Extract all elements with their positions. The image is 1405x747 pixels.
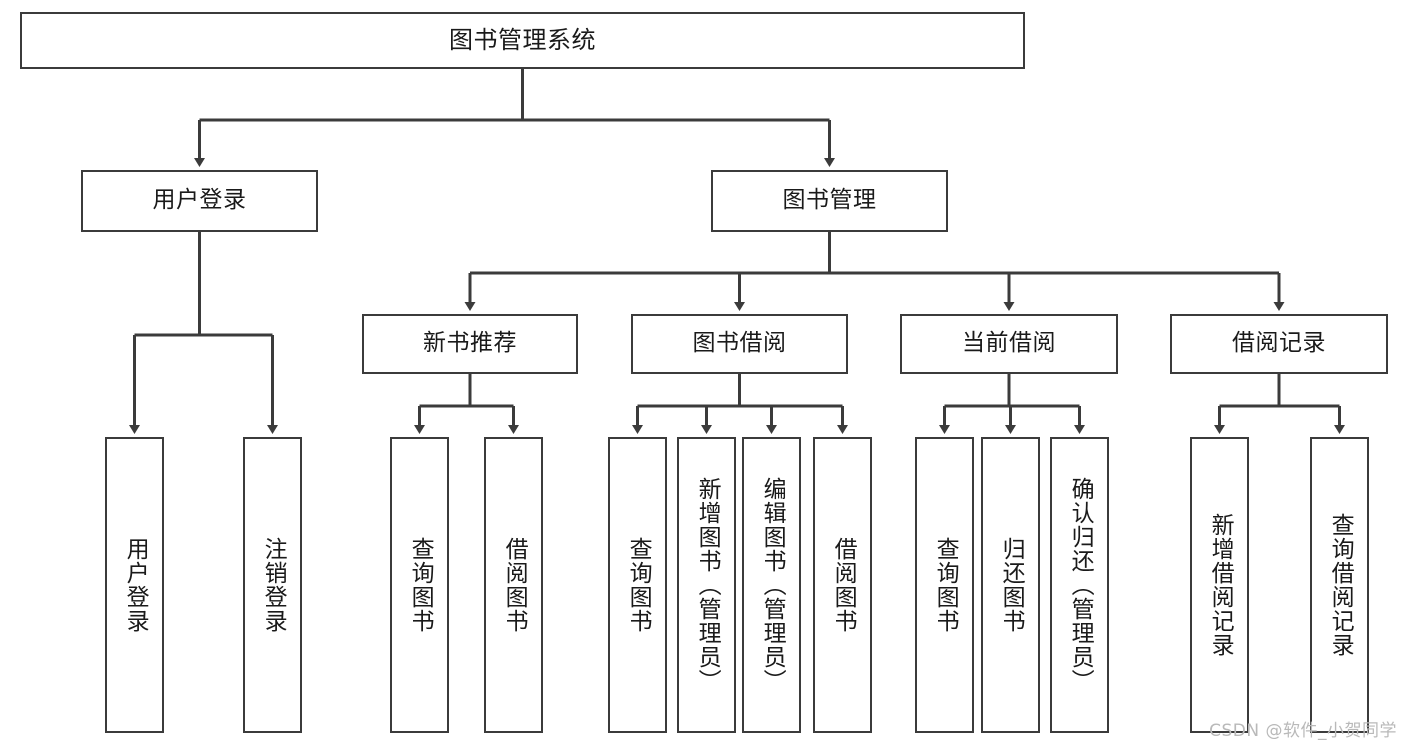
node-leaf-add-borrow-record[interactable]: 新增借阅记录 [1190, 437, 1249, 733]
node-root[interactable]: 图书管理系统 [20, 12, 1025, 69]
node-current-borrow[interactable]: 当前借阅 [900, 314, 1118, 374]
node-leaf-edit-book-admin[interactable]: 编辑图书（管理员） [742, 437, 801, 733]
node-leaf-user-login[interactable]: 用户登录 [105, 437, 164, 733]
node-label: 用户登录 [122, 537, 149, 633]
node-user-login[interactable]: 用户登录 [81, 170, 318, 232]
node-label: 归还图书 [998, 537, 1025, 633]
node-leaf-query-book[interactable]: 查询图书 [608, 437, 667, 733]
node-leaf-query-book-current[interactable]: 查询图书 [915, 437, 974, 733]
node-leaf-borrow-book-recommend[interactable]: 借阅图书 [484, 437, 543, 733]
node-leaf-confirm-return-admin[interactable]: 确认归还（管理员） [1050, 437, 1109, 733]
node-leaf-add-book-admin[interactable]: 新增图书（管理员） [677, 437, 736, 733]
node-new-book-recommend[interactable]: 新书推荐 [362, 314, 578, 374]
node-label: 确认归还（管理员） [1067, 477, 1094, 693]
node-leaf-query-borrow-record[interactable]: 查询借阅记录 [1310, 437, 1369, 733]
node-label: 查询图书 [625, 537, 652, 633]
node-label: 编辑图书（管理员） [759, 477, 786, 693]
node-label: 新增借阅记录 [1207, 513, 1234, 657]
node-leaf-borrow-book[interactable]: 借阅图书 [813, 437, 872, 733]
node-leaf-logout[interactable]: 注销登录 [243, 437, 302, 733]
node-label: 查询图书 [932, 537, 959, 633]
node-leaf-return-book[interactable]: 归还图书 [981, 437, 1040, 733]
node-label: 新增图书（管理员） [694, 477, 721, 693]
node-label: 借阅图书 [501, 537, 528, 633]
node-label: 借阅图书 [830, 537, 857, 633]
node-book-management[interactable]: 图书管理 [711, 170, 948, 232]
node-borrow-record[interactable]: 借阅记录 [1170, 314, 1388, 374]
node-label: 查询图书 [407, 537, 434, 633]
node-label: 查询借阅记录 [1327, 513, 1354, 657]
node-label: 注销登录 [260, 537, 287, 633]
node-book-borrow[interactable]: 图书借阅 [631, 314, 848, 374]
node-leaf-query-book-recommend[interactable]: 查询图书 [390, 437, 449, 733]
